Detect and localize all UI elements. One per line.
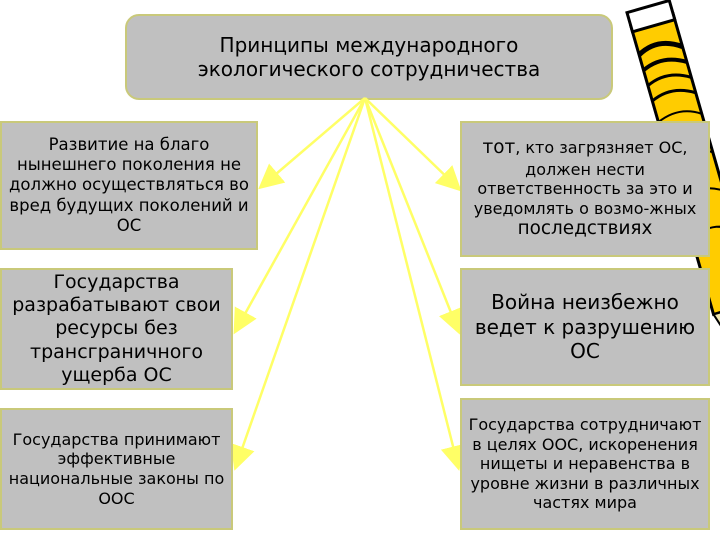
principle-box-left-2: Государства разрабатывают свои ресурсы б… — [0, 268, 233, 390]
principle-lead-word: тот — [482, 137, 516, 159]
principle-text-group: тот, кто загрязняет ОС, должен нести отв… — [468, 137, 702, 240]
arrow-to-left-3 — [230, 97, 367, 471]
principle-tail-word: последствиях — [517, 218, 653, 240]
principle-text: Государства сотрудничают в целях ООС, ис… — [468, 415, 702, 513]
principle-box-right-2: Война неизбежно ведет к разрушению ОС — [460, 268, 710, 386]
title-line-1: Принципы международного — [219, 32, 519, 57]
principle-text: , кто загрязняет ОС, должен нести ответс… — [473, 138, 697, 218]
arrow-to-left-2 — [233, 97, 367, 335]
arrow-to-right-3 — [363, 97, 466, 471]
title-line-2: экологического сотрудничества — [197, 57, 541, 81]
principle-text: Государства разрабатывают свои ресурсы б… — [12, 271, 221, 386]
arrow-to-right-2 — [363, 97, 463, 335]
principle-text: Государства принимают эффективные национ… — [8, 429, 225, 508]
arrow-to-right-1 — [364, 97, 462, 192]
principle-box-right-3: Государства сотрудничают в целях ООС, ис… — [460, 398, 710, 530]
arrow-to-left-1 — [258, 97, 366, 190]
principle-box-left-1: Развитие на благо нынешнего поколения не… — [0, 121, 258, 250]
diagram-title-box: Принципы международного экологического с… — [125, 14, 613, 100]
principle-text: Развитие на благо нынешнего поколения не… — [9, 135, 249, 235]
principle-box-left-3: Государства принимают эффективные национ… — [0, 408, 233, 530]
principle-box-right-1: тот, кто загрязняет ОС, должен нести отв… — [460, 121, 710, 257]
principle-text: Война неизбежно ведет к разрушению ОС — [474, 290, 696, 364]
